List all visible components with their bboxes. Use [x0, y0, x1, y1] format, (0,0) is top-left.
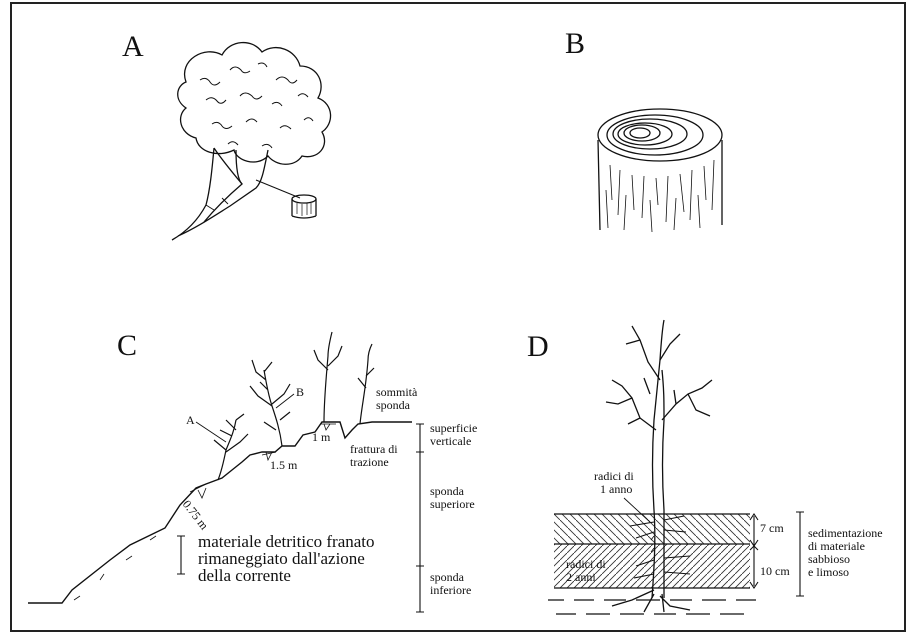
panel-d-roots-2yr-line2: 2 anni: [566, 571, 596, 584]
panel-b-letter: B: [565, 27, 585, 61]
panel-c-debris-line2: rimaneggiato dall'azione: [198, 550, 365, 567]
panel-c-upper-bank-line2: superiore: [430, 498, 475, 511]
panel-a-pointer-line: [256, 180, 300, 198]
panel-d-letter: D: [527, 330, 549, 364]
panel-c-vertical-label-line2: verticale: [430, 435, 471, 448]
panel-d-sediment-line4: e limoso: [808, 566, 849, 579]
panel-c-letter: C: [117, 329, 137, 363]
panel-c-debris-line3: della corrente: [198, 567, 291, 584]
panel-b-stump-illustration: [598, 109, 722, 232]
panel-d-depth-7cm: 7 cm: [760, 522, 784, 535]
panel-d-depth-10cm: 10 cm: [760, 565, 790, 578]
panel-c-fracture-label-line2: trazione: [350, 456, 389, 469]
panel-c-tree-b: [250, 360, 294, 446]
panel-c-tree-top: [314, 332, 374, 424]
panel-c-distance-1-5m: 1.5 m: [270, 459, 297, 472]
panel-a-small-stump: [292, 195, 316, 218]
panel-a-canopy: [178, 43, 331, 165]
panel-c-tree-a: [196, 414, 248, 480]
panel-a-tree-illustration: [172, 43, 331, 240]
panel-c-tree-a-label: A: [186, 414, 195, 427]
panel-c-tree-a-leader: [196, 422, 226, 442]
panel-c-tree-b-leader: [276, 394, 294, 408]
panel-c-tree-b-label: B: [296, 386, 304, 399]
panel-c-lower-bank-line2: inferiore: [430, 584, 471, 597]
panel-a-letter: A: [122, 30, 144, 64]
panel-c-distance-1m: 1 m: [312, 431, 330, 444]
panel-c-debris-line1: materiale detritico franato: [198, 533, 375, 550]
panel-d-roots-1yr-line2: 1 anno: [600, 483, 632, 496]
panel-c-crest-label-line2: sponda: [376, 399, 410, 412]
